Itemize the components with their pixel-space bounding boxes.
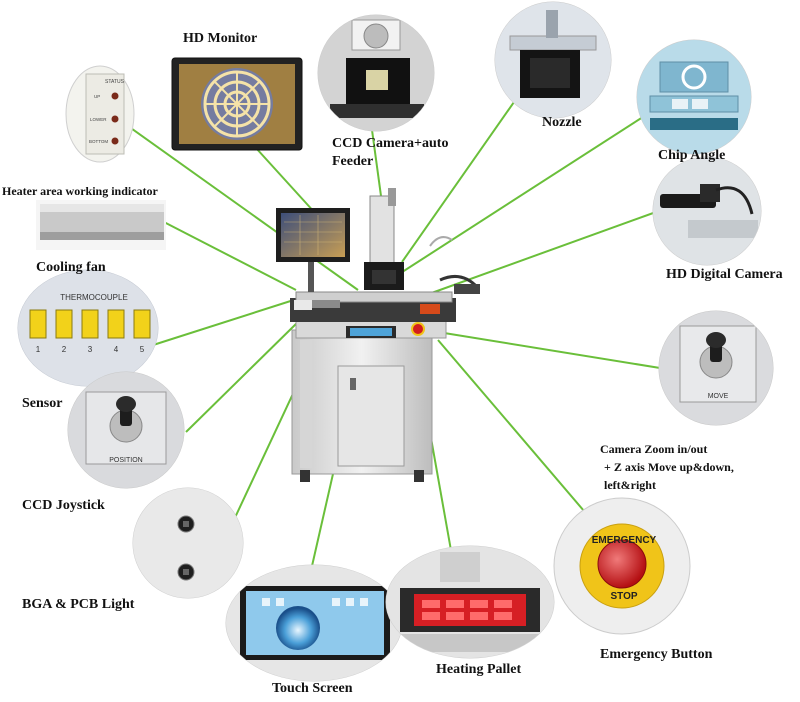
leader-line-cooling-fan [159,219,297,291]
leader-line-nozzle [401,81,529,263]
bga-pcb-light-photo [132,487,244,599]
label-nozzle: Nozzle [542,115,582,130]
heater-led-up [111,92,119,100]
thermocouple-ports: 1 2 3 4 5 [29,309,151,354]
label-camera-zoom-line2: + Z axis Move up&down, [604,460,734,474]
label-cooling-fan: Cooling fan [36,260,106,275]
hd-digital-camera-photo [652,156,762,266]
label-camera-zoom-line3: left&right [604,478,656,492]
label-touch-screen: Touch Screen [272,681,353,696]
label-ccd-joystick: CCD Joystick [22,498,105,513]
camera-zoom-photo: MOVE [658,310,774,426]
leader-line-chip-angle [395,114,647,277]
bga-rework-machine [276,188,480,482]
emergency-text: EMERGENCY [592,535,657,546]
label-emergency-button: Emergency Button [600,647,713,662]
label-camera-zoom: Camera Zoom in/out + Z axis Move up&down… [600,440,790,494]
label-bga-pcb-light: BGA & PCB Light [22,597,135,612]
label-hd-digital-camera: HD Digital Camera [666,267,783,282]
label-ccd-camera-line1: CCD Camera+auto [332,136,449,151]
nozzle-photo [494,1,612,119]
leader-line-heater-indicator [127,125,359,291]
sensor-photo: THERMOCOUPLE 1 2 3 4 5 [17,269,159,387]
touch-screen-photo [225,564,403,682]
thermocouple-port-label: 5 [140,345,145,354]
leader-line-ccd-joystick [185,319,301,433]
leader-line-hd-digital-camera [425,211,657,296]
move-text: MOVE [708,393,729,400]
label-chip-angle: Chip Angle [658,148,726,163]
thermocouple-port [81,309,99,339]
position-text: POSITION [109,457,142,464]
label-sensor: Sensor [22,396,63,411]
heater-led-lower [111,115,119,123]
bottom-text: BOTTOM [89,139,108,144]
cooling-fan-photo [36,200,166,250]
thermocouple-port [133,309,151,339]
ccd-joystick-photo: POSITION [67,371,185,489]
label-ccd-camera-line2: Feeder [332,154,374,169]
label-heater-indicator: Heater area working indicator [2,184,158,198]
chip-angle-photo [636,39,752,155]
leader-line-emergency-button [437,339,591,519]
thermocouple-text: THERMOCOUPLE [60,293,128,302]
up-text: UP [94,94,100,99]
thermocouple-port-label: 4 [114,345,119,354]
heating-pallet-photo [385,545,555,659]
status-text: STATUS [105,79,125,85]
emergency-button-photo: EMERGENCY STOP [553,497,691,635]
label-heating-pallet: Heating Pallet [436,662,522,677]
hd-monitor-photo [171,57,303,151]
ccd-camera-photo [317,14,435,132]
heater-led-bottom [111,137,119,145]
label-camera-zoom-line1: Camera Zoom in/out [600,442,708,456]
leader-line-camera-zoom [437,331,661,369]
label-ccd-camera: CCD Camera+auto Feeder [332,135,492,171]
thermocouple-port [29,309,47,339]
thermocouple-port-label: 1 [36,345,41,354]
thermocouple-port [107,309,125,339]
leader-line-sensor [149,297,301,347]
lower-text: LOWER [90,117,107,122]
thermocouple-port [55,309,73,339]
thermocouple-port-label: 3 [88,345,93,354]
label-hd-monitor: HD Monitor [183,31,258,46]
leader-line-hd-monitor [255,147,317,215]
heater-indicator-photo: STATUS UP LOWER BOTTOM [65,65,135,163]
thermocouple-port-label: 2 [62,345,67,354]
stop-text: STOP [610,591,637,602]
